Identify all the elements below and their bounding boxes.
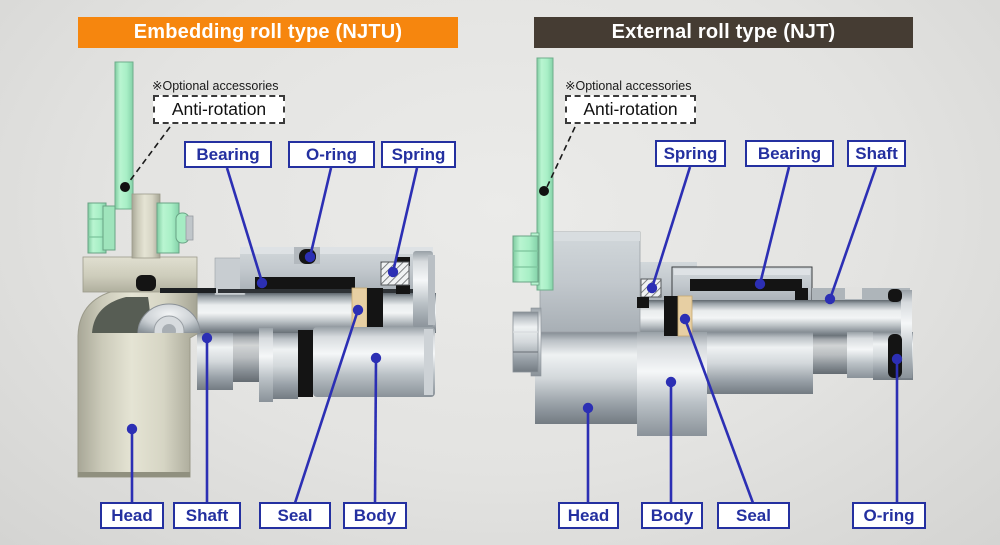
anti-rotation-label-right: Anti-rotation: [565, 95, 696, 124]
mounting-block-right: [539, 231, 641, 333]
label-oring-left: O-ring: [288, 141, 375, 168]
label-shaft-left: Shaft: [173, 502, 241, 529]
green-bolt-left-panel: [87, 202, 194, 254]
panel-title-embedding: Embedding roll type (NJTU): [78, 17, 458, 48]
label-bearing-right: Bearing: [745, 140, 834, 167]
label-shaft-right: Shaft: [847, 140, 906, 167]
roll-end-cap-left: [413, 251, 435, 328]
roll-cylinders-right: [535, 290, 913, 436]
label-body-left: Body: [343, 502, 407, 529]
leader-lines-left: [120, 126, 419, 504]
leader-lines-right: [539, 126, 903, 504]
label-bearing-left: Bearing: [184, 141, 272, 168]
anti-rotation-plate-left: [114, 61, 134, 210]
shaft-hex-bolt-right: [512, 307, 542, 377]
green-bolt-right-panel: [512, 232, 540, 286]
body-part-left: [197, 327, 435, 402]
head-part-left: [77, 193, 216, 478]
external-roll-drawing: [512, 57, 913, 436]
label-head-left: Head: [100, 502, 164, 529]
needle-bearing-left: [218, 277, 415, 293]
label-oring-right: O-ring: [852, 502, 926, 529]
panel-title-external: External roll type (NJT): [534, 17, 913, 48]
needle-bearing-right: [690, 279, 808, 303]
embedding-roll-drawing: [77, 61, 436, 478]
anti-rotation-plate-right: [536, 57, 554, 291]
label-seal-left: Seal: [259, 502, 331, 529]
label-seal-right: Seal: [717, 502, 790, 529]
label-head-right: Head: [558, 502, 619, 529]
anti-rotation-label-left: Anti-rotation: [153, 95, 285, 124]
label-body-right: Body: [641, 502, 703, 529]
optional-accessories-note-right: ※Optional accessories: [565, 79, 692, 93]
label-spring-right: Spring: [655, 140, 726, 167]
label-spring-left: Spring: [381, 141, 456, 168]
optional-accessories-note-left: ※Optional accessories: [152, 79, 279, 93]
